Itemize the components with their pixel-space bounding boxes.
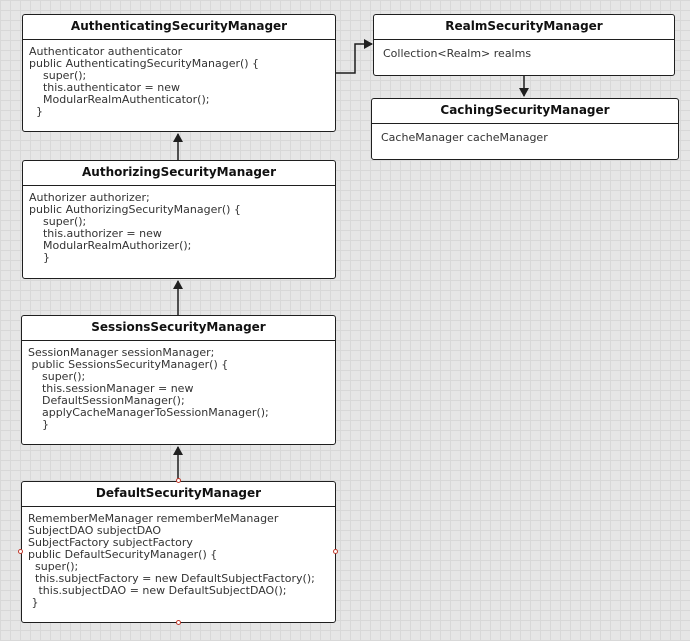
class-default-security-manager[interactable]: DefaultSecurityManager RememberMeManager… <box>21 481 336 623</box>
member-line: DefaultSessionManager(); <box>28 394 185 407</box>
member-line: } <box>28 418 49 431</box>
member-line: SubjectDAO subjectDAO <box>28 524 162 537</box>
member-line: Authorizer authorizer; <box>29 191 150 204</box>
member-line: super(); <box>28 370 86 383</box>
class-title: AuthorizingSecurityManager <box>23 161 335 186</box>
member-line: } <box>29 251 50 264</box>
class-caching-security-manager[interactable]: CachingSecurityManager CacheManager cach… <box>371 98 679 160</box>
edge-authenticating-to-realm[interactable] <box>335 39 373 74</box>
member-line: public DefaultSecurityManager() { <box>28 548 218 561</box>
member-line: } <box>29 105 43 118</box>
member-line: } <box>28 596 39 609</box>
class-title: DefaultSecurityManager <box>22 482 335 507</box>
class-body: SessionManager sessionManager; public Se… <box>22 341 335 431</box>
member-line: CacheManager cacheManager <box>381 131 548 144</box>
member-line: super(); <box>29 69 87 82</box>
member-line: public SessionsSecurityManager() { <box>28 358 229 371</box>
class-sessions-security-manager[interactable]: SessionsSecurityManager SessionManager s… <box>21 315 336 445</box>
resize-handle-left[interactable] <box>18 549 23 554</box>
resize-handle-bottom[interactable] <box>176 620 181 625</box>
class-title: SessionsSecurityManager <box>22 316 335 341</box>
member-line: this.sessionManager = new <box>28 382 194 395</box>
class-authorizing-security-manager[interactable]: AuthorizingSecurityManager Authorizer au… <box>22 160 336 279</box>
member-line: Authenticator authenticator <box>29 45 183 58</box>
class-title: AuthenticatingSecurityManager <box>23 15 335 40</box>
class-authenticating-security-manager[interactable]: AuthenticatingSecurityManager Authentica… <box>22 14 336 132</box>
class-realm-security-manager[interactable]: RealmSecurityManager Collection<Realm> r… <box>373 14 675 76</box>
member-line: public AuthenticatingSecurityManager() { <box>29 57 260 70</box>
resize-handle-right[interactable] <box>333 549 338 554</box>
member-line: this.authorizer = new <box>29 227 162 240</box>
class-body: Authorizer authorizer;public Authorizing… <box>23 186 335 264</box>
class-title: CachingSecurityManager <box>372 99 678 124</box>
member-line: SubjectFactory subjectFactory <box>28 536 193 549</box>
member-line: Collection<Realm> realms <box>383 47 532 60</box>
resize-handle-top[interactable] <box>176 478 181 483</box>
member-line: SessionManager sessionManager; <box>28 346 215 359</box>
member-line: super(); <box>28 560 79 573</box>
member-line: ModularRealmAuthenticator(); <box>29 93 210 106</box>
member-line: this.authenticator = new <box>29 81 180 94</box>
member-line: RememberMeManager rememberMeManager <box>28 512 279 525</box>
member-line: public AuthorizingSecurityManager() { <box>29 203 241 216</box>
class-body: Collection<Realm> realms <box>374 40 674 60</box>
member-line: ModularRealmAuthorizer(); <box>29 239 192 252</box>
member-line: this.subjectFactory = new DefaultSubject… <box>28 572 315 585</box>
class-body: CacheManager cacheManager <box>372 124 678 144</box>
class-title: RealmSecurityManager <box>374 15 674 40</box>
member-line: applyCacheManagerToSessionManager(); <box>28 406 269 419</box>
member-line: super(); <box>29 215 87 228</box>
member-line: this.subjectDAO = new DefaultSubjectDAO(… <box>28 584 287 597</box>
